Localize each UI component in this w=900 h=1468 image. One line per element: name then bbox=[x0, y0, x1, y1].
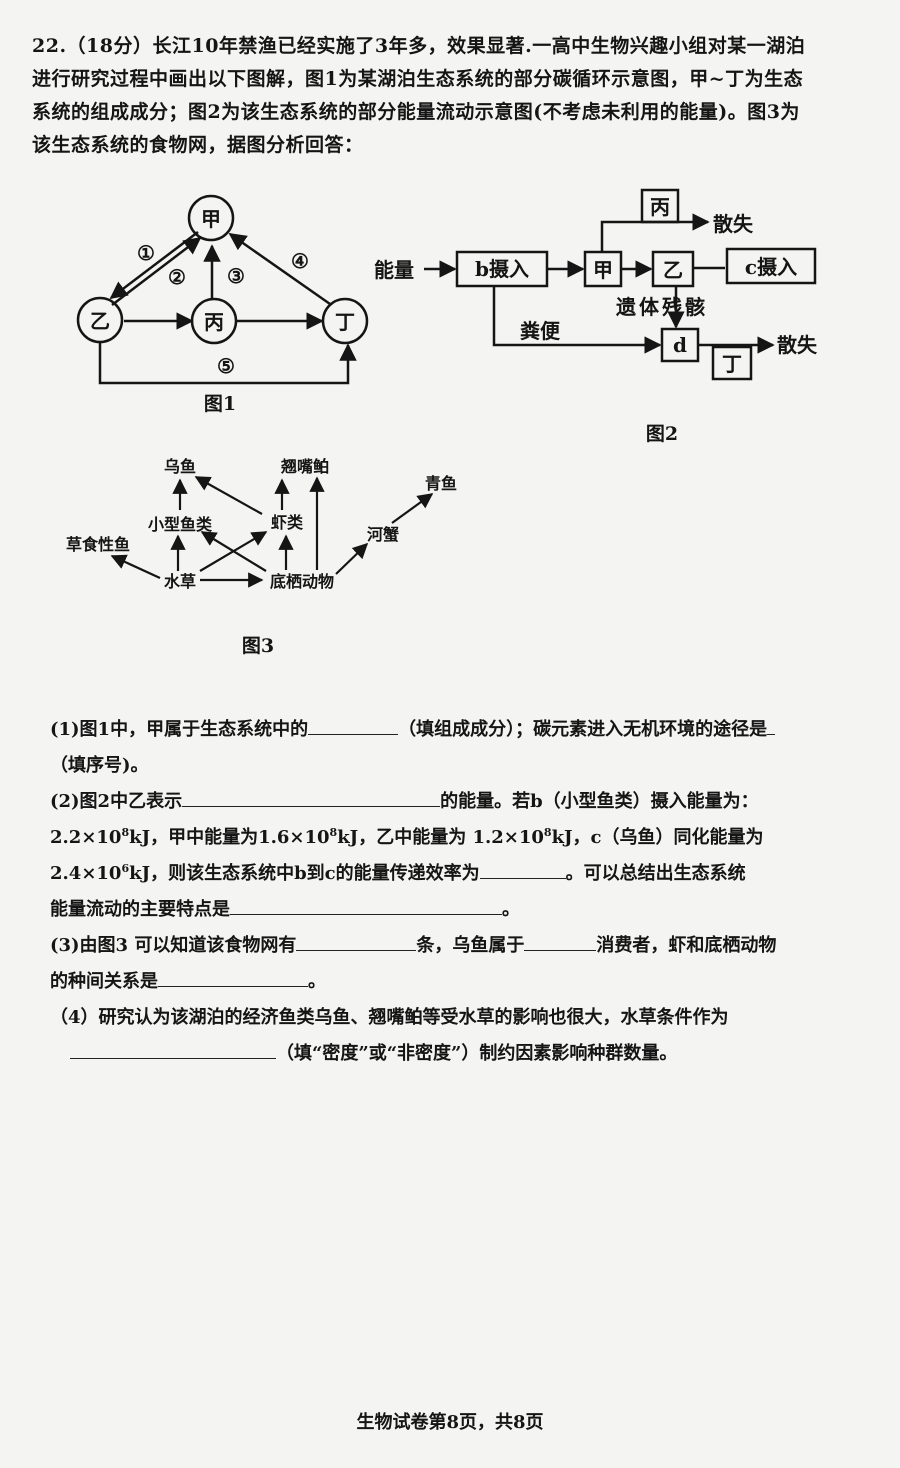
jia-label: 甲 bbox=[593, 258, 613, 282]
feces-label: 粪便 bbox=[520, 319, 561, 343]
node-wuyu: 乌鱼 bbox=[164, 457, 196, 476]
node-yi-label: 乙 bbox=[90, 309, 110, 333]
yi-label: 乙 bbox=[663, 258, 683, 282]
figures: 甲 乙 丙 丁 ① ② ③ ④ ⑤ 图1 能量 b摄入 甲 乙 c摄入 丙 散失… bbox=[66, 188, 818, 657]
node-shuicao: 水草 bbox=[164, 572, 196, 591]
intro-line: 进行研究过程中画出以下图解，图1为某湖泊生态系统的部分碳循环示意图，甲~丁为生态 bbox=[32, 68, 804, 90]
question-3-line-1: (3)由图3 可以知道该食物网有条，乌鱼属于消费者，虾和底栖动物 bbox=[50, 928, 850, 964]
figure-3-caption: 图3 bbox=[242, 635, 274, 657]
figure-3-food-web bbox=[110, 476, 434, 588]
figure-2-energy-flow bbox=[424, 188, 817, 381]
answer-blank[interactable] bbox=[230, 892, 502, 915]
node-bing-label: 丙 bbox=[204, 310, 224, 334]
arrow-2-label: ② bbox=[168, 265, 186, 289]
loss-top-label: 散失 bbox=[713, 212, 754, 236]
arrow-5-label: ⑤ bbox=[217, 354, 235, 378]
answer-blank[interactable] bbox=[70, 1036, 276, 1059]
question-1-line-1: (1)图1中，甲属于生态系统中的（填组成成分）；碳元素进入无机环境的途径是 bbox=[50, 712, 850, 748]
bing-label: 丙 bbox=[650, 195, 670, 219]
energy-label: 能量 bbox=[374, 258, 414, 282]
arrow-hexie-qingyu bbox=[391, 493, 434, 524]
ding-label: 丁 bbox=[722, 352, 742, 376]
answer-blank[interactable] bbox=[308, 712, 399, 735]
arrow-3-label: ③ bbox=[227, 264, 245, 288]
arrow-diqi-xiaoxing bbox=[200, 531, 267, 572]
node-jia bbox=[187, 194, 235, 242]
loss-bottom-label: 散失 bbox=[777, 333, 818, 357]
question-3-line-2: 的种间关系是。 bbox=[50, 964, 850, 1000]
node-yi bbox=[76, 296, 124, 344]
arrow-5 bbox=[98, 342, 357, 385]
figure-2-caption: 图2 bbox=[646, 423, 678, 445]
intro-line: 22.（18分）长江10年禁渔已经实施了3年多，效果显著.一高中生物兴趣小组对某… bbox=[32, 35, 806, 57]
answer-blank[interactable] bbox=[767, 712, 776, 735]
figure-1-carbon-cycle bbox=[76, 194, 369, 385]
page-footer: 生物试卷第8页，共8页 bbox=[356, 1412, 544, 1433]
figure-1-caption: 图1 bbox=[204, 393, 236, 415]
node-bing bbox=[190, 297, 238, 345]
question-2-line-1: (2)图2中乙表示的能量。若b（小型鱼类）摄入能量为： bbox=[50, 784, 850, 820]
node-hexie: 河蟹 bbox=[367, 525, 399, 544]
box-c-intake bbox=[725, 247, 817, 285]
box-ding bbox=[711, 345, 753, 381]
arrow-xialei-wuyu bbox=[194, 476, 263, 515]
sub-questions: (1)图1中，甲属于生态系统中的（填组成成分）；碳元素进入无机环境的途径是 （填… bbox=[50, 712, 850, 1072]
question-4-line-1: （4）研究认为该湖泊的经济鱼类乌鱼、翘嘴鲌等受水草的影响也很大，水草条件作为 bbox=[50, 1007, 729, 1028]
d-label: d bbox=[673, 333, 687, 357]
question-4-line-2: （填“密度”或“非密度”）制约因素影响种群数量。 bbox=[50, 1036, 850, 1072]
answer-blank[interactable] bbox=[182, 784, 441, 807]
answer-blank[interactable] bbox=[296, 928, 417, 951]
node-xialei: 虾类 bbox=[271, 513, 304, 532]
c-intake-label: c摄入 bbox=[745, 255, 797, 279]
node-qiaozuipo: 翘嘴鲌 bbox=[280, 457, 329, 476]
arrow-diqi-hexie bbox=[335, 542, 369, 575]
intro-line: 该生态系统的食物网，据图分析回答： bbox=[32, 134, 364, 156]
answer-blank[interactable] bbox=[524, 928, 597, 951]
intro-line: 系统的组成成分；图2为该生态系统的部分能量流动示意图(不考虑未利用的能量)。图3… bbox=[32, 101, 800, 123]
answer-blank[interactable] bbox=[479, 856, 566, 879]
question-2-line-2: 2.2×108kJ，甲中能量为1.6×108kJ，乙中能量为 1.2×108kJ… bbox=[50, 826, 764, 848]
remains-label: 遗体残骸 bbox=[615, 295, 708, 319]
node-qingyu: 青鱼 bbox=[425, 474, 457, 493]
question-2-line-4: 能量流动的主要特点是。 bbox=[50, 892, 850, 928]
node-caoshi: 草食性鱼 bbox=[66, 535, 130, 554]
arrow-feces-d bbox=[492, 286, 662, 354]
answer-blank[interactable] bbox=[158, 964, 308, 987]
node-diqi: 底栖动物 bbox=[270, 572, 334, 591]
arrow-2 bbox=[111, 236, 202, 306]
node-jia-label: 甲 bbox=[201, 207, 221, 231]
question-intro: 22.（18分）长江10年禁渔已经实施了3年多，效果显著.一高中生物兴趣小组对某… bbox=[32, 30, 872, 162]
node-ding-label: 丁 bbox=[335, 310, 355, 334]
question-1-line-2: （填序号)。 bbox=[50, 755, 149, 776]
node-xiaoxing: 小型鱼类 bbox=[148, 515, 213, 534]
arrow-jia-loss bbox=[600, 213, 710, 252]
arrow-shuicao-caoshi bbox=[110, 554, 161, 579]
arrow-1-label: ① bbox=[137, 241, 155, 265]
arrow-4 bbox=[228, 232, 331, 306]
question-2-line-3: 2.4×106kJ，则该生态系统中b到c的能量传递效率为。可以总结出生态系统 bbox=[50, 856, 850, 892]
b-intake-label: b摄入 bbox=[475, 257, 529, 281]
node-ding bbox=[321, 297, 369, 345]
arrow-4-label: ④ bbox=[291, 249, 309, 273]
